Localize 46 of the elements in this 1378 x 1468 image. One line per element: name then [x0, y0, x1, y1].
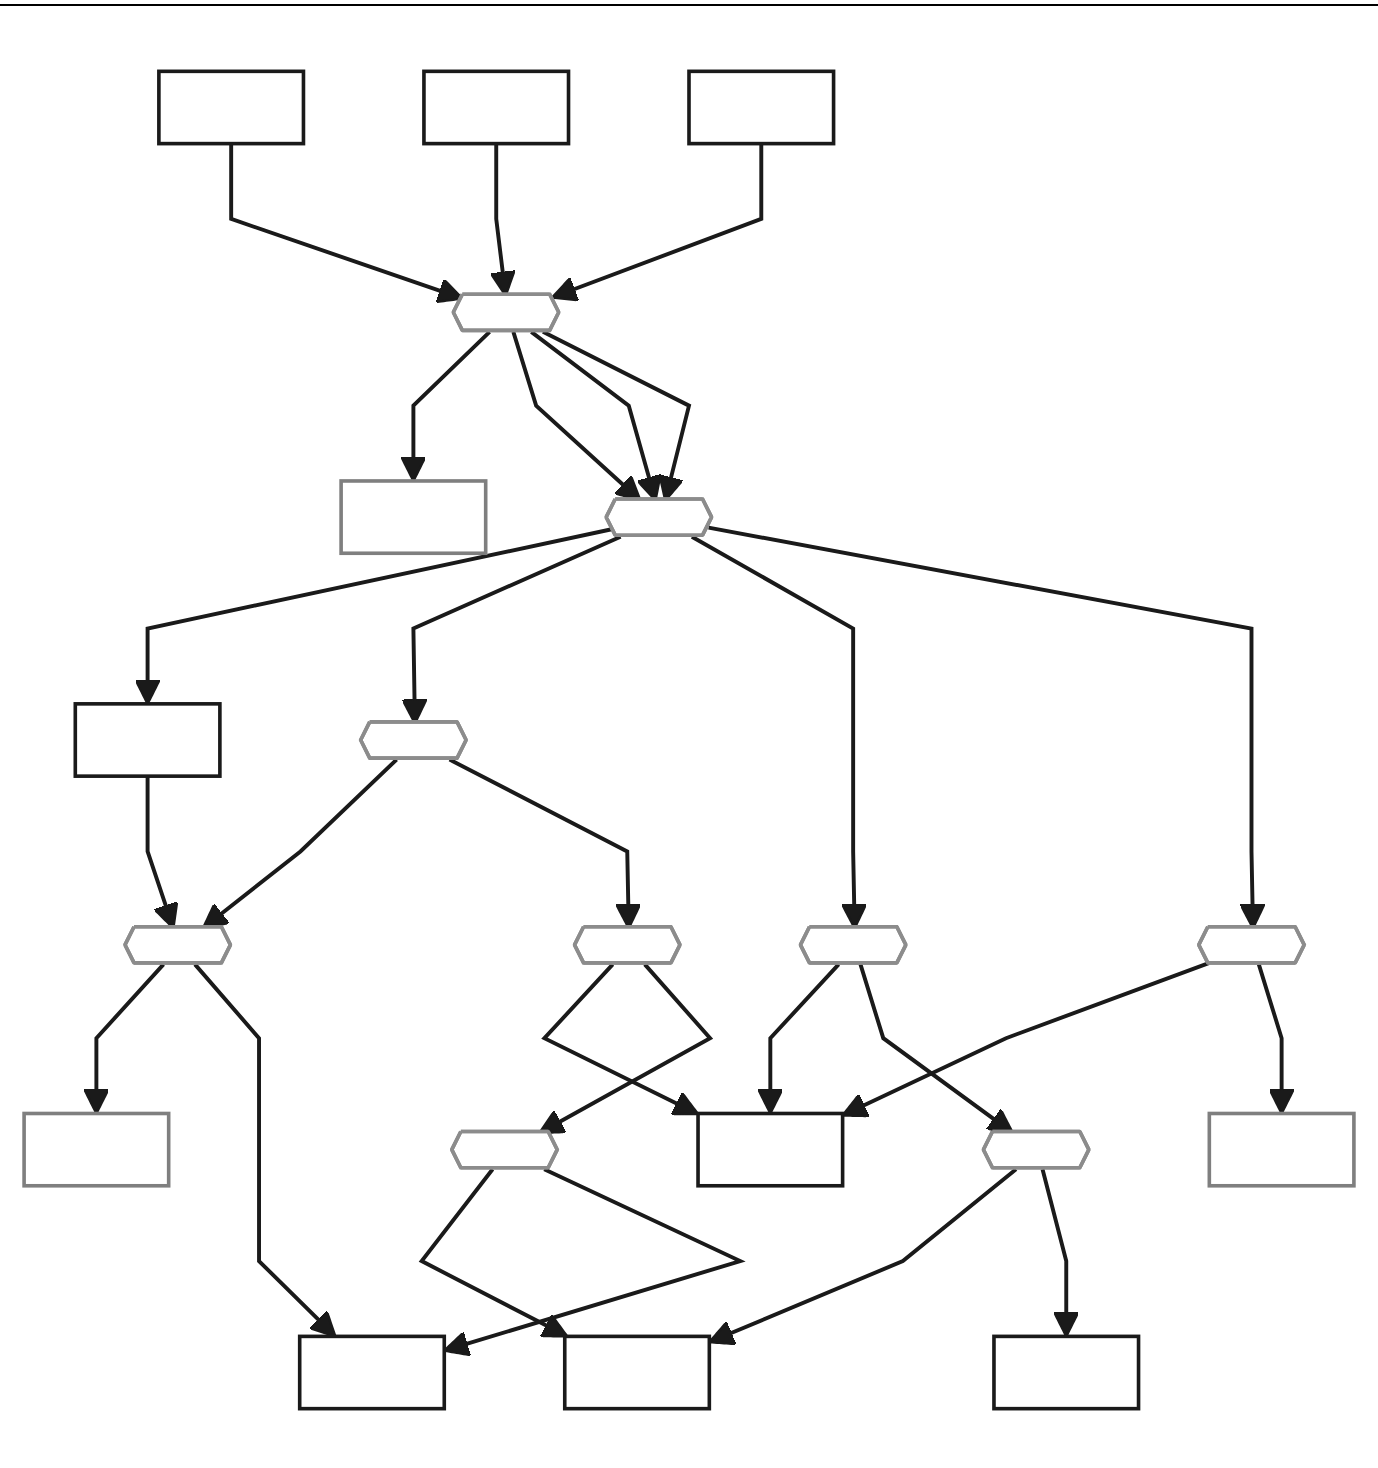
- hexagon-shape: [358, 720, 468, 760]
- arrow: [550, 143, 764, 302]
- arrow: [489, 143, 516, 297]
- process-box: [1207, 1111, 1356, 1188]
- arrow: [83, 963, 165, 1115]
- process-box: [992, 1334, 1141, 1411]
- arrow: [193, 963, 337, 1338]
- arrow: [511, 331, 642, 502]
- arrow: [229, 143, 464, 304]
- process-box: [562, 1334, 712, 1411]
- arrow: [542, 330, 692, 502]
- arrow: [400, 330, 491, 483]
- arrow: [418, 1168, 569, 1338]
- arrow: [708, 525, 1266, 930]
- hexagon-shape: [451, 292, 561, 333]
- arrow: [841, 961, 1210, 1118]
- arrow: [401, 534, 622, 725]
- process-box: [157, 69, 306, 146]
- arrow: [757, 963, 841, 1115]
- arrow: [201, 758, 398, 930]
- hexagon-shape: [123, 924, 233, 965]
- process-box: [297, 1334, 447, 1411]
- arrow: [1256, 963, 1295, 1115]
- arrow: [690, 535, 868, 930]
- hexagon-shape: [1196, 924, 1306, 965]
- arrow: [530, 330, 662, 502]
- arrow: [443, 1167, 746, 1357]
- arrow: [1040, 1168, 1080, 1338]
- arrow: [134, 527, 614, 706]
- process-box: [696, 1111, 845, 1188]
- hexagon-shape: [572, 924, 682, 965]
- arrow: [538, 963, 714, 1135]
- process-box: [22, 1111, 171, 1188]
- arrow: [858, 963, 1015, 1135]
- process-box: [687, 69, 836, 146]
- hexagon-shape: [981, 1129, 1091, 1170]
- arrow: [708, 1167, 1018, 1346]
- hexagon-shape: [450, 1129, 560, 1170]
- process-box: [422, 69, 571, 146]
- arrow: [541, 963, 700, 1116]
- process-box: [73, 702, 222, 778]
- hexagon-shape: [798, 924, 908, 965]
- arrow: [448, 757, 642, 930]
- arrow: [145, 776, 179, 930]
- hexagon-shape: [604, 497, 714, 537]
- process-box: [339, 479, 488, 556]
